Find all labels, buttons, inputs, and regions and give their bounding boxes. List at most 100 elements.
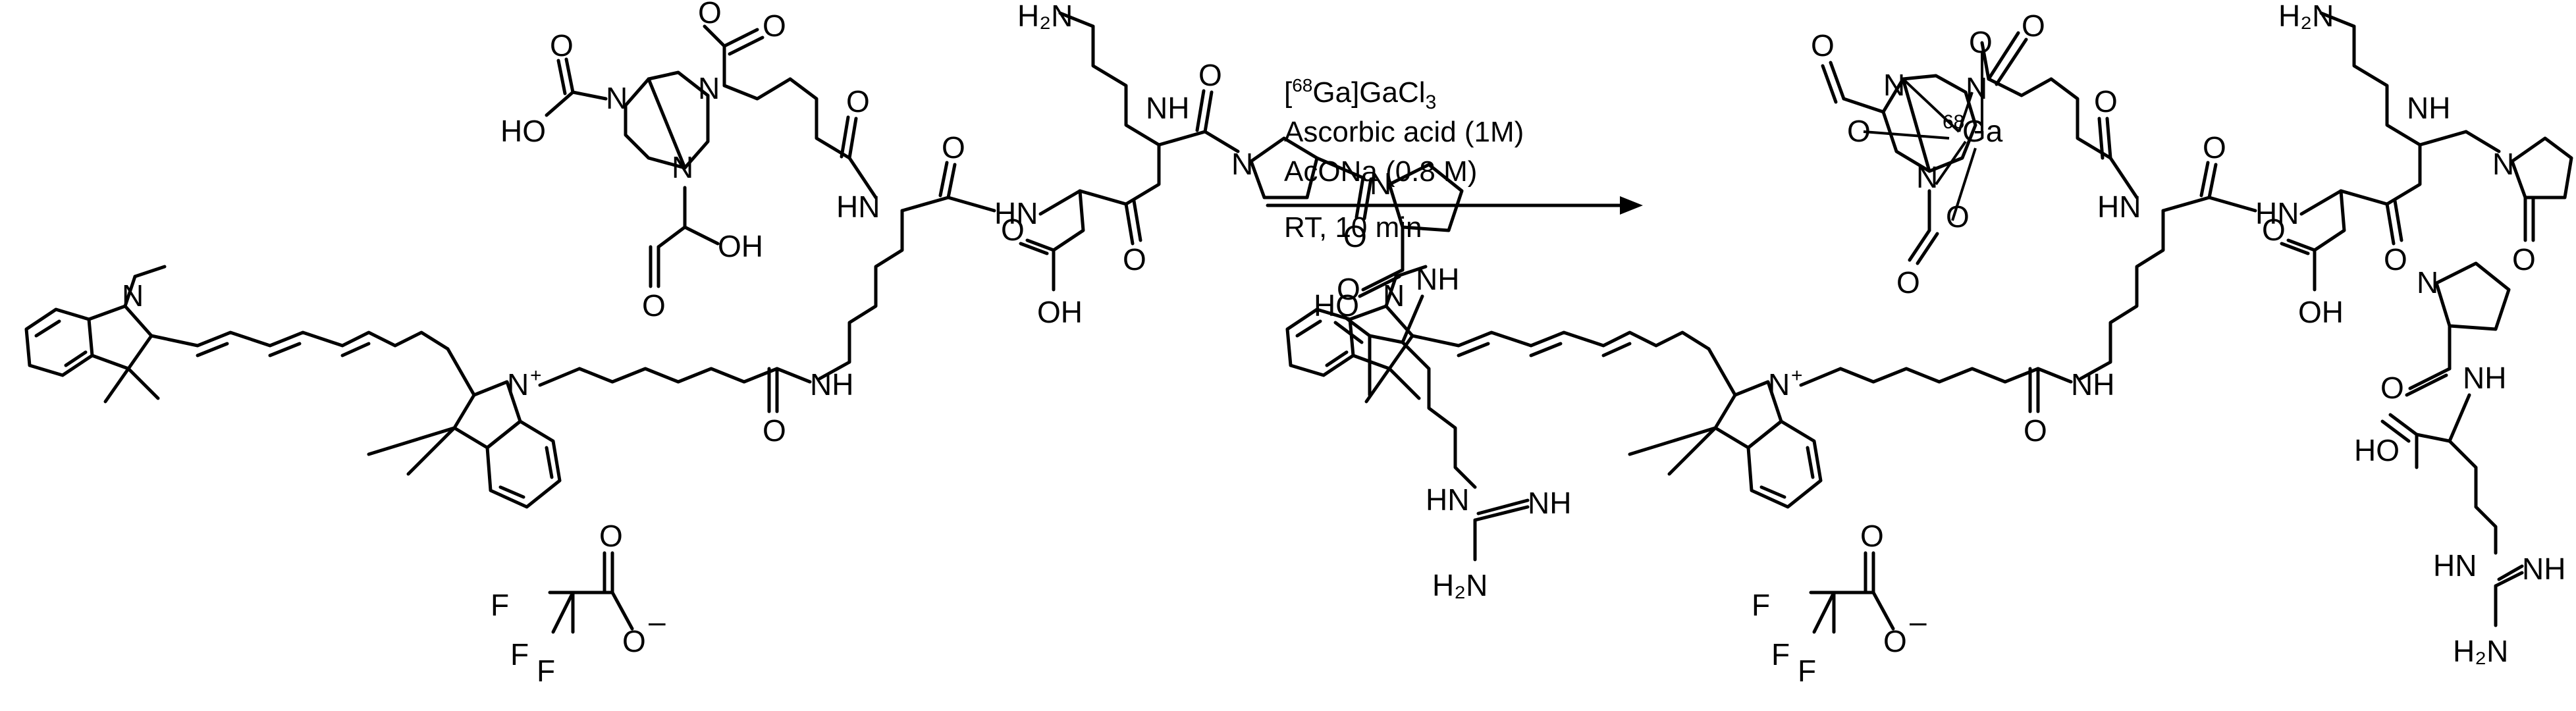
- reactant-asp-o: O: [1123, 242, 1146, 276]
- reactant-pro2-n: N: [1370, 167, 1391, 201]
- reactant-hexanoyl-chain: [577, 367, 812, 384]
- product-tfa: [1809, 551, 1895, 634]
- reactant-top-acid-o2: O: [763, 9, 786, 43]
- product-proline-2: [2434, 261, 2511, 331]
- condition-rt-time: RT, 10 min: [1284, 211, 1422, 244]
- product-lys-nh: NH: [2407, 91, 2450, 125]
- product-indole-lower: [1628, 347, 1842, 509]
- reactant-acid-arm1: [545, 90, 608, 117]
- reactant-asp-acid-oh: OH: [1037, 295, 1083, 329]
- product-ga-cage: [1821, 31, 2053, 265]
- product-indole-upper: [1285, 265, 1711, 404]
- product-indolium-charge: +: [1791, 365, 1803, 386]
- reactant-ring-n2: N: [606, 81, 628, 115]
- condition-ascorbic-acid: Ascorbic acid (1M): [1284, 116, 1524, 148]
- reactant-lys-sidechain: [818, 209, 904, 381]
- product-guan-h2n: H₂N: [2453, 634, 2508, 668]
- reactant-ring-n3: N: [672, 150, 693, 184]
- product-arg-nh: NH: [2463, 361, 2506, 395]
- reactant-indole-n-upper: N: [122, 278, 144, 313]
- reactant-asp-acid-o: O: [1001, 213, 1025, 247]
- reactant-backbone-asp: [946, 196, 996, 213]
- product-lys-top-sidechain: [2319, 11, 2422, 206]
- product-tfa-f2: F: [1771, 637, 1790, 672]
- reactant-top-acid-o: O: [698, 0, 722, 30]
- product-tfa-o1: O: [1860, 519, 1884, 553]
- product-asp-hn: HN: [2255, 196, 2299, 230]
- reactant-indolium-charge: +: [530, 365, 542, 386]
- reactant-tfa-f3: F: [537, 654, 555, 688]
- reactant-arg-amide-o: O: [1337, 272, 1360, 306]
- product-hexanoyl-chain: [1838, 367, 2073, 384]
- product-tfa-f1: F: [1752, 588, 1770, 622]
- condition-acona: AcONa (0.8 M): [1284, 155, 1477, 188]
- product-guan-hn: HN: [2433, 548, 2477, 583]
- reactant-ring-n1: N: [698, 71, 720, 105]
- reactant-amide-o: O: [763, 413, 786, 448]
- product-arg-backbone: [2415, 393, 2471, 469]
- reactant-indolium-n: N: [507, 367, 529, 402]
- reactant-indole-lower: [367, 347, 581, 509]
- product-lys-h2n: H₂N: [2278, 0, 2334, 33]
- product-pro2-n: N: [2417, 265, 2438, 300]
- product-cage-o1: O: [1969, 25, 1993, 59]
- reactant-o-glu: O: [846, 84, 870, 118]
- product-indolium-n: N: [1768, 367, 1790, 402]
- reactant-pro-o: O: [1343, 219, 1367, 253]
- reactant-pro1-n: N: [1231, 147, 1253, 181]
- reactant-acid-arm2: [657, 186, 687, 249]
- reactant-guan-nh: NH: [1528, 486, 1571, 520]
- product-cage-o6: O: [1896, 265, 1920, 300]
- reactant-glu-chain: [722, 77, 792, 101]
- reactant-proline-1: [1249, 136, 1319, 199]
- product-proline-1: [2510, 136, 2573, 199]
- product-arg-acid-o: HO: [2354, 433, 2400, 467]
- product-tfa-f3: F: [1798, 654, 1816, 688]
- product-pro1-n: N: [2492, 147, 2514, 181]
- reactant-guan-hn: HN: [1426, 483, 1469, 517]
- reactant-guan-h2n: H₂N: [1432, 568, 1488, 602]
- reactant-tfa-f2: F: [510, 637, 529, 672]
- reactant-ring-acid1-o: O: [550, 28, 574, 63]
- reactant-molecule: N N + O NH O HN O: [24, 0, 1571, 688]
- reactant-tfa-charge: –: [649, 604, 666, 639]
- product-tfa-charge: –: [1910, 604, 1927, 639]
- product-molecule: N N + O NH O HN O: [1285, 0, 2573, 688]
- reactant-ring-acid1-oh: HO: [500, 114, 546, 148]
- product-indole-n-upper: N: [1383, 278, 1405, 313]
- product-o-glu: O: [2094, 84, 2118, 118]
- reactant-tfa: [548, 551, 634, 634]
- product-cage-n3: N: [1916, 160, 1938, 194]
- product-arg-amide-o: O: [2380, 371, 2404, 405]
- reaction-arrow: [1266, 196, 1643, 215]
- product-o-lys: O: [2203, 130, 2226, 165]
- reactant-o-lys: O: [942, 130, 965, 165]
- product-asp-o: O: [2384, 242, 2407, 276]
- reactant-tfa-o1: O: [599, 519, 623, 553]
- product-asp-acid-oh: OH: [2298, 295, 2344, 329]
- product-cage-o2: O: [2022, 9, 2045, 43]
- reactant-lys-top-sidechain: [1058, 11, 1161, 206]
- reactant-ring-acid2-o: O: [642, 288, 666, 323]
- reactant-tfa-f1: F: [491, 588, 509, 622]
- product-cage-o3: O: [1811, 28, 1835, 63]
- condition-gallium-chloride: [68Ga]GaCl3: [1284, 75, 1436, 113]
- reactant-indole-upper: [24, 265, 450, 404]
- product-tfa-o2: O: [1883, 624, 1907, 658]
- product-ga-coordination-bonds: [1863, 53, 1983, 221]
- reactant-lys-nh: NH: [1146, 91, 1189, 125]
- reactant-lys-h2n: H₂N: [1017, 0, 1073, 33]
- reactant-lys-o: O: [1198, 58, 1222, 92]
- product-asp-acid-o: O: [2262, 213, 2286, 247]
- product-pro-o: O: [2512, 242, 2536, 276]
- reactant-tfa-o2: O: [622, 624, 646, 658]
- product-guan-nh: NH: [2522, 552, 2565, 586]
- reactant-asp-hn: HN: [994, 196, 1038, 230]
- reactant-ring-acid2-oh: OH: [718, 229, 763, 263]
- reactant-nota-ring: [624, 70, 710, 170]
- product-amide-o: O: [2024, 413, 2047, 448]
- product-lys-sidechain: [2079, 209, 2165, 381]
- product-cage-n2: N: [1883, 68, 1905, 102]
- reactant-proline-2: [1387, 163, 1464, 232]
